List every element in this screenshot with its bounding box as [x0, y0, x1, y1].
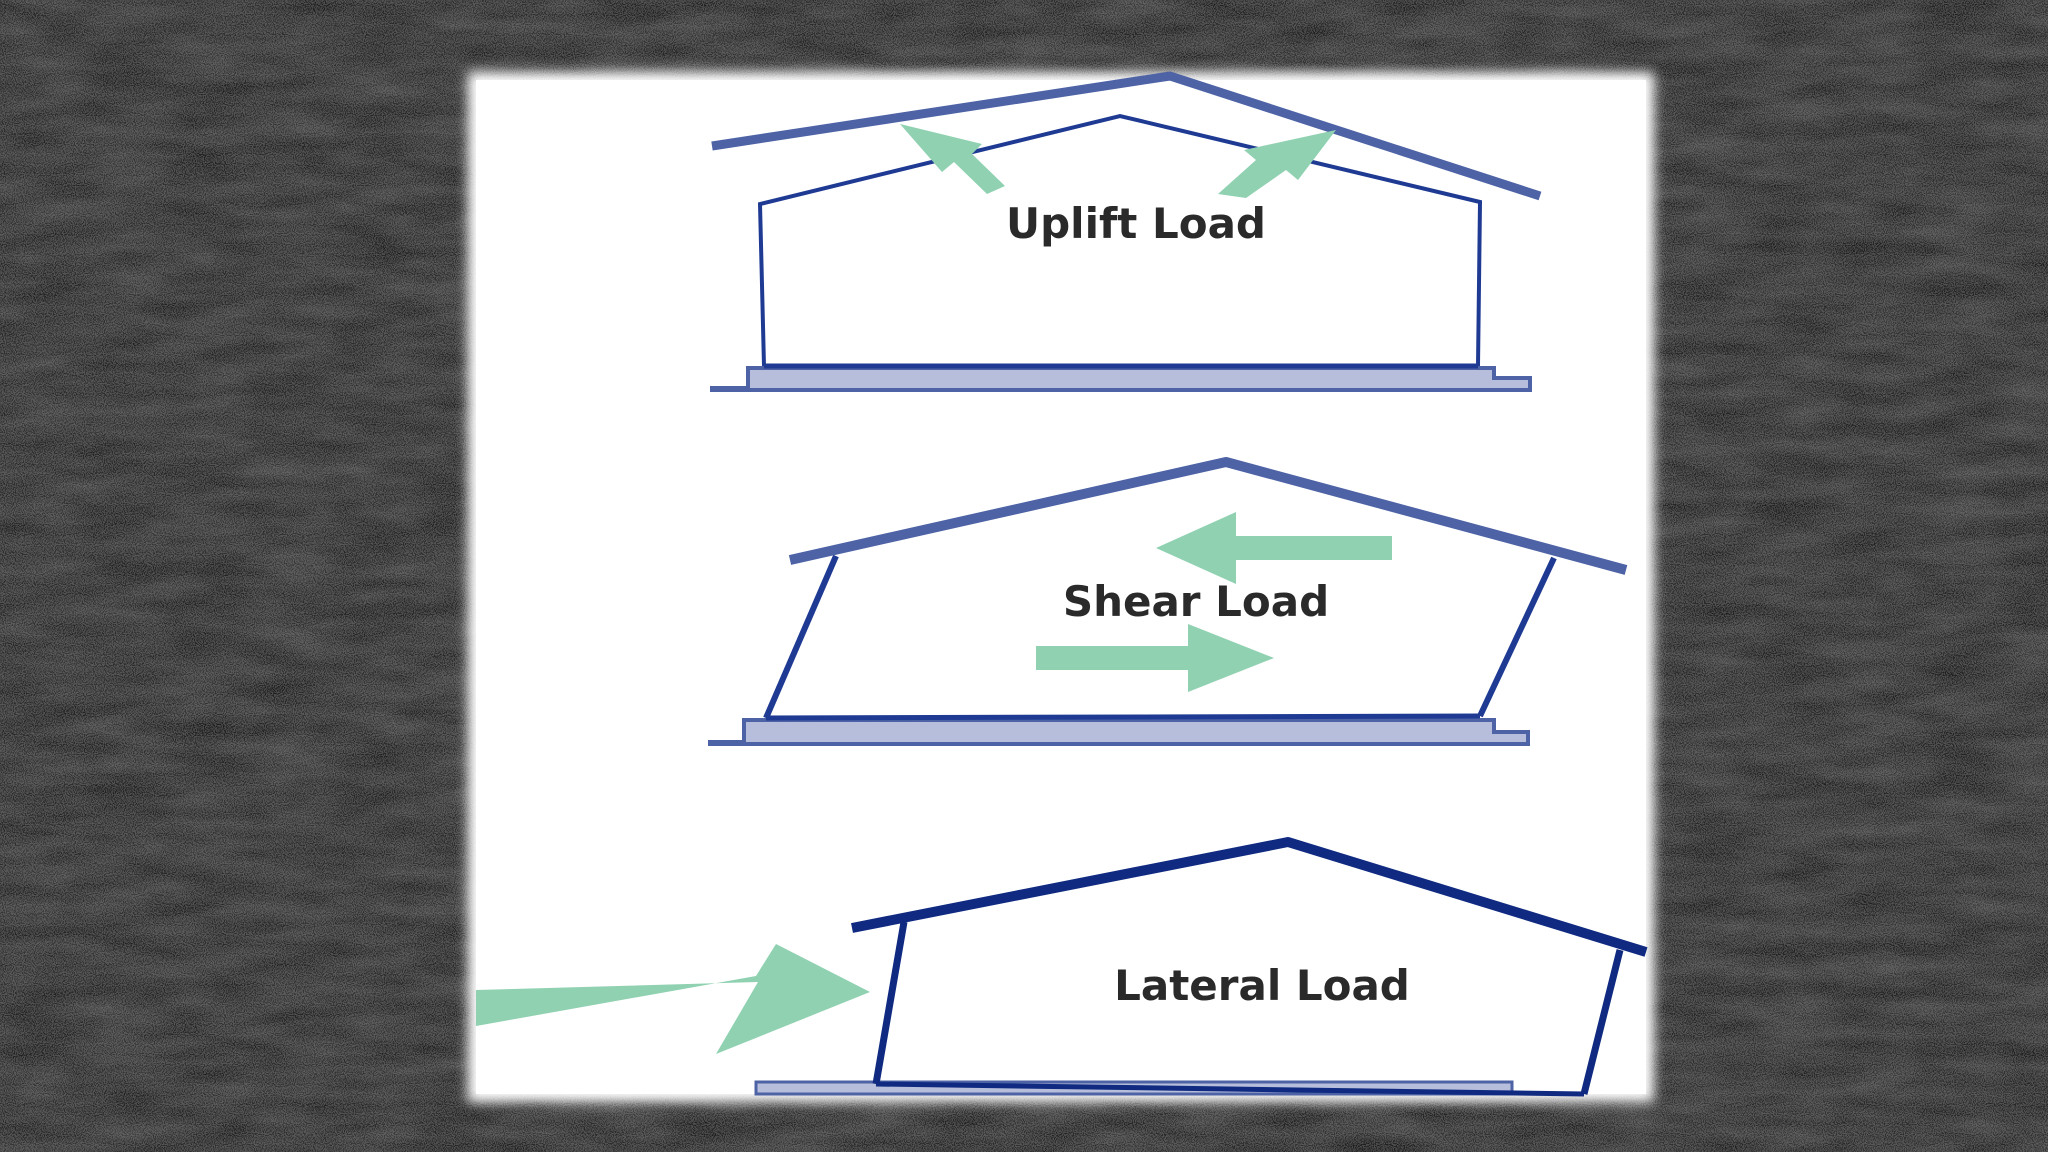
lateral-floor	[875, 1081, 1585, 1097]
lateral-left-wall	[872, 921, 908, 1085]
shear-foundation	[708, 718, 1530, 746]
uplift-label: Uplift Load	[1006, 199, 1266, 248]
shear-floor	[765, 713, 1481, 721]
uplift-diagram: Uplift Load	[710, 71, 1542, 392]
uplift-roof	[711, 71, 1542, 201]
lateral-right-wall	[1580, 949, 1624, 1095]
uplift-house-frame	[757, 113, 1483, 367]
diagram-panel	[476, 80, 1646, 1094]
shear-right-wall	[1477, 556, 1557, 718]
arrow-up-icon	[900, 124, 1005, 194]
lateral-label: Lateral Load	[1114, 961, 1410, 1010]
shear-label: Shear Load	[1063, 577, 1329, 626]
arrow-up-icon	[1218, 130, 1336, 198]
arrow-right-icon	[476, 944, 870, 1054]
lateral-roof	[851, 837, 1648, 957]
lateral-diagram: Lateral Load	[476, 837, 1648, 1097]
shear-roof	[788, 457, 1628, 575]
shear-left-wall	[763, 554, 839, 720]
shear-diagram: Shear Load	[708, 457, 1628, 746]
arrow-left-icon	[1156, 512, 1392, 584]
uplift-foundation	[710, 366, 1532, 392]
arrow-right-icon	[1036, 624, 1274, 692]
